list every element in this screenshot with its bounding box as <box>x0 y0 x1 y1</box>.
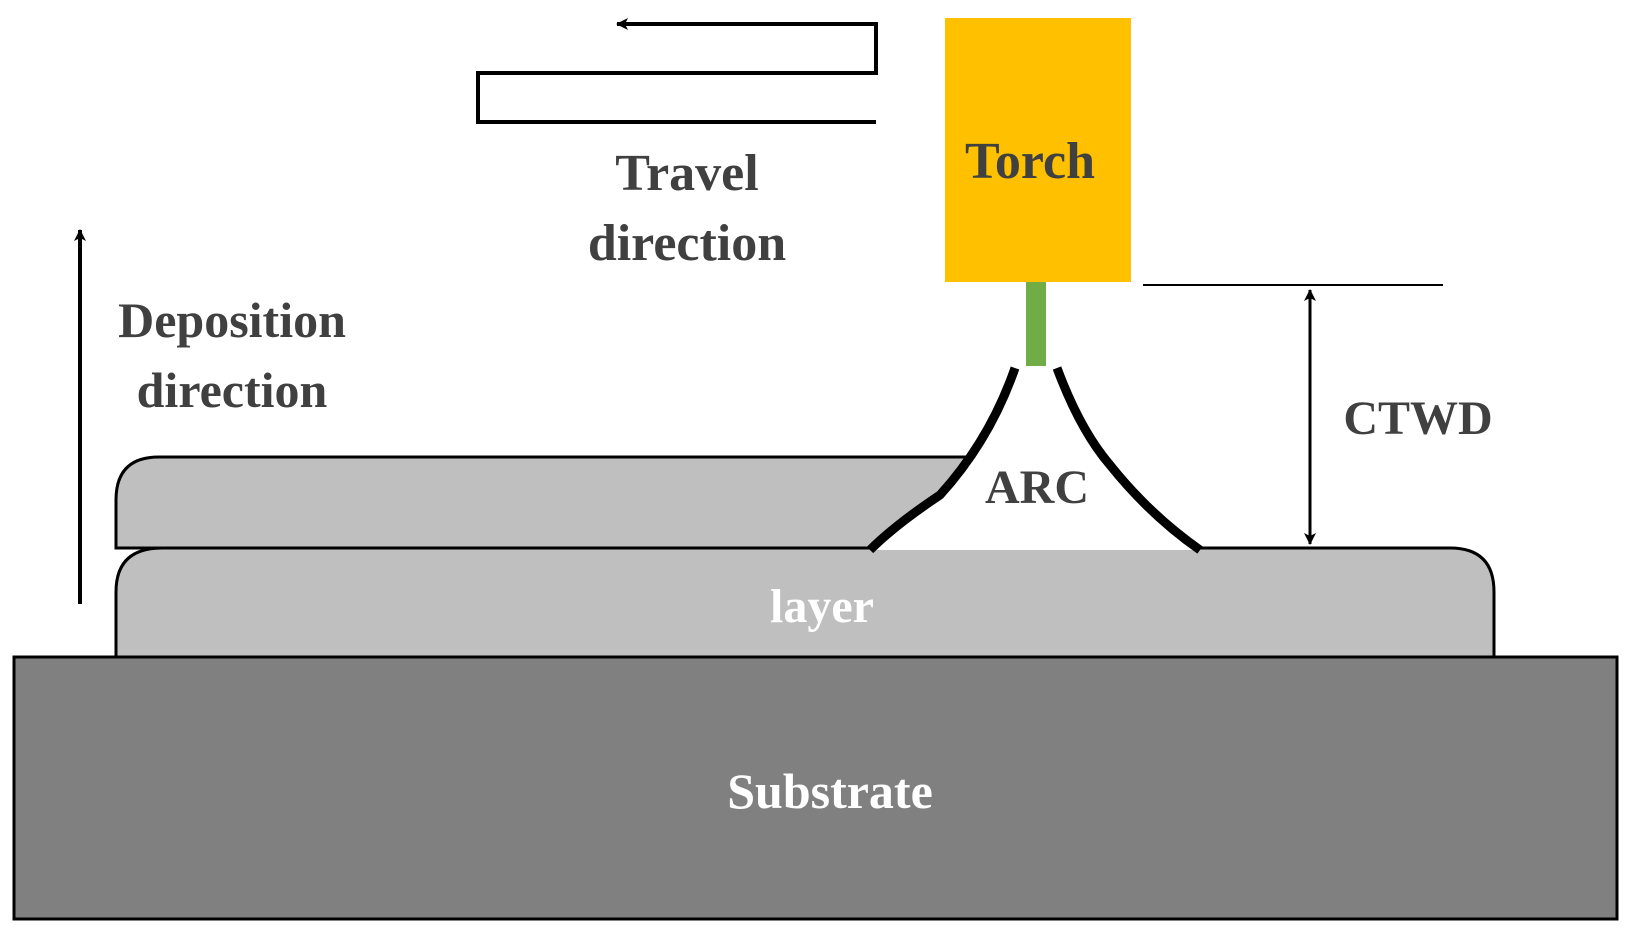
layer-label: layer <box>770 580 874 633</box>
torch-label: Torch <box>965 133 1095 190</box>
torch-body <box>945 18 1131 282</box>
current-layer <box>114 546 1496 659</box>
travel-direction-arrow <box>476 18 878 124</box>
wire-electrode <box>1026 280 1046 366</box>
travel-label-line2: direction <box>588 215 786 272</box>
substrate-block <box>12 655 1619 921</box>
substrate-label: Substrate <box>727 763 933 819</box>
arc-right-boundary <box>1052 366 1203 554</box>
arc-label: ARC <box>985 461 1089 514</box>
arc-region <box>870 368 1200 550</box>
previous-layer <box>114 455 982 550</box>
travel-label-line1: Travel <box>615 145 758 202</box>
arc-left-boundary <box>866 366 1020 554</box>
deposition-label-line1: Deposition <box>118 292 346 348</box>
ctwd-label: CTWD <box>1343 392 1492 445</box>
deposition-label-line2: direction <box>137 362 328 418</box>
